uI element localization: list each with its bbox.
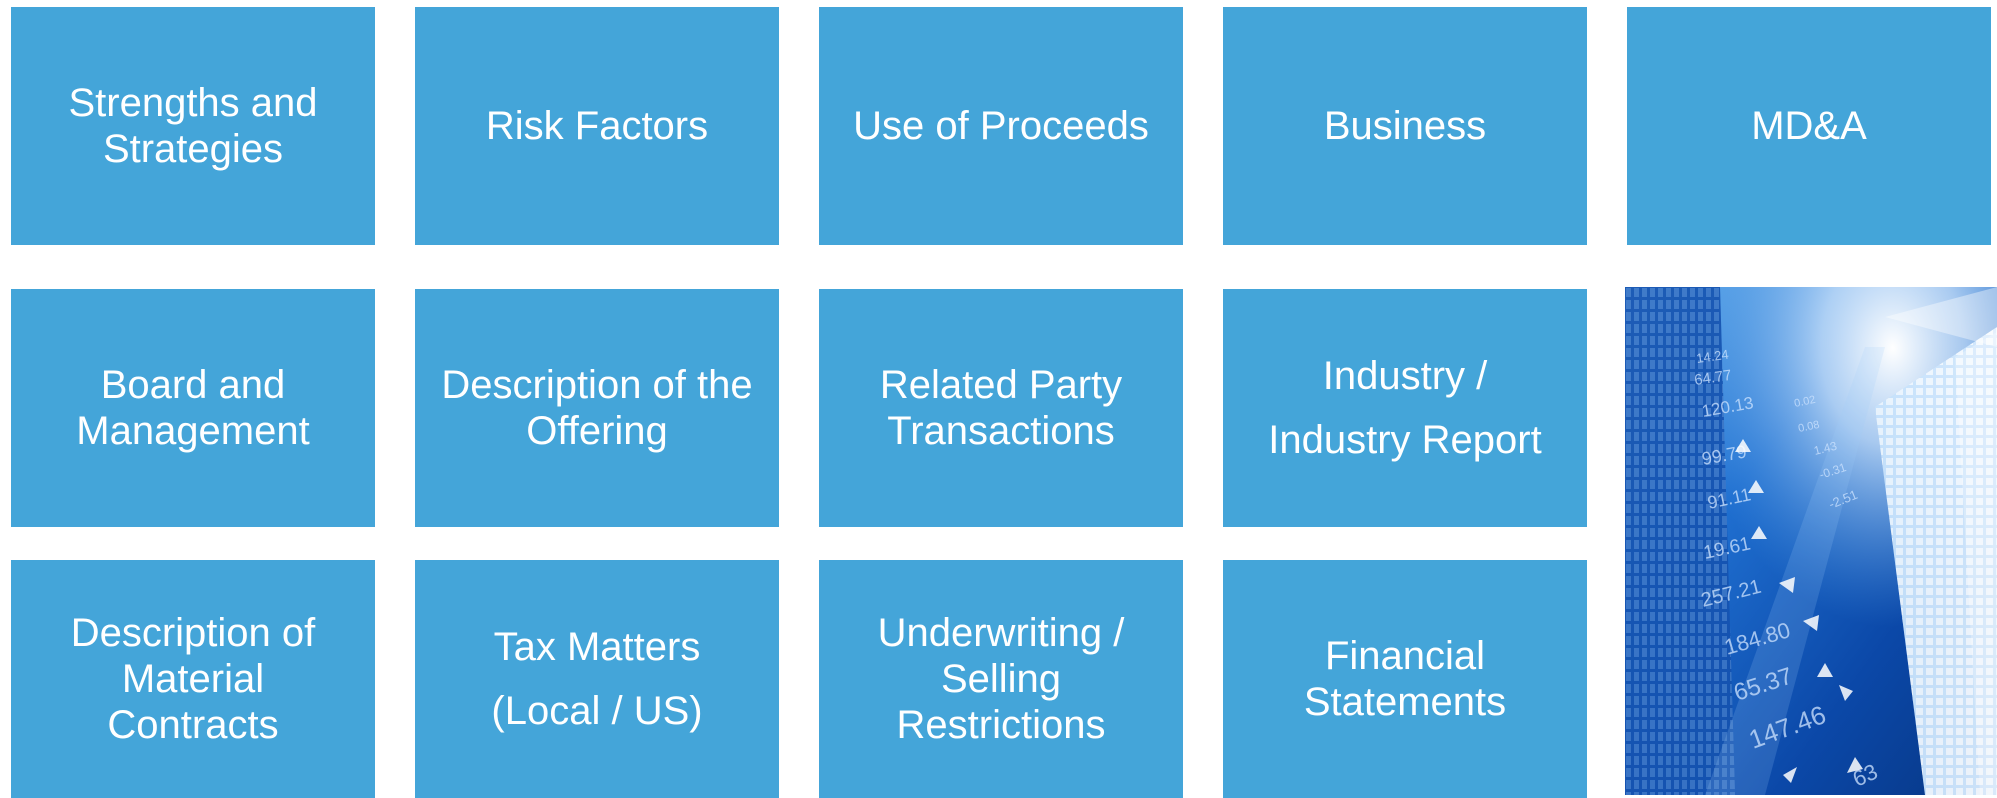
tile-label: Risk Factors bbox=[485, 104, 709, 148]
ticker-number: 64.77 bbox=[1693, 367, 1733, 389]
tile-label: Description of the Offering bbox=[441, 363, 753, 453]
tile-label: Description of Material Contracts bbox=[70, 611, 316, 747]
tile-financial-statements[interactable]: Financial Statements bbox=[1223, 560, 1587, 798]
tile-label: MD&A bbox=[1751, 104, 1867, 148]
ticker-number: 1.43 bbox=[1812, 439, 1838, 458]
tile-label: Business bbox=[1323, 104, 1487, 148]
ticker-number: 0.02 bbox=[1793, 394, 1816, 410]
tile-label: Use of Proceeds bbox=[853, 104, 1149, 148]
tile-label: Industry / Industry Report bbox=[1268, 354, 1542, 462]
tile-label: Board and Management bbox=[76, 363, 310, 453]
tile-industry-report[interactable]: Industry / Industry Report bbox=[1223, 289, 1587, 527]
left-building-shape bbox=[1625, 287, 1735, 795]
tile-strengths-and-strategies[interactable]: Strengths and Strategies bbox=[11, 7, 375, 245]
tile-label: Underwriting / Selling Restrictions bbox=[877, 611, 1125, 747]
tile-tax-matters[interactable]: Tax Matters (Local / US) bbox=[415, 560, 779, 798]
ticker-number: 14.24 bbox=[1695, 347, 1729, 366]
tile-risk-factors[interactable]: Risk Factors bbox=[415, 7, 779, 245]
tile-board-and-management[interactable]: Board and Management bbox=[11, 289, 375, 527]
tile-description-of-the-offering[interactable]: Description of the Offering bbox=[415, 289, 779, 527]
tile-label: Related Party Transactions bbox=[879, 363, 1123, 453]
tile-underwriting-selling-restrictions[interactable]: Underwriting / Selling Restrictions bbox=[819, 560, 1183, 798]
tile-label: Tax Matters (Local / US) bbox=[491, 625, 703, 733]
arrow-markers bbox=[1735, 439, 1863, 783]
tile-label: Strengths and Strategies bbox=[68, 81, 318, 171]
tile-related-party-transactions[interactable]: Related Party Transactions bbox=[819, 289, 1183, 527]
ticker-number: 0.08 bbox=[1797, 419, 1820, 435]
tile-label: Financial Statements bbox=[1303, 634, 1507, 724]
tile-business[interactable]: Business bbox=[1223, 7, 1587, 245]
tile-description-of-material-contracts[interactable]: Description of Material Contracts bbox=[11, 560, 375, 798]
cityscape-illustration: 120.1399.7991.1119.61257.21184.8065.3714… bbox=[1625, 287, 1997, 795]
tile-mda[interactable]: MD&A bbox=[1627, 7, 1991, 245]
tile-use-of-proceeds[interactable]: Use of Proceeds bbox=[819, 7, 1183, 245]
